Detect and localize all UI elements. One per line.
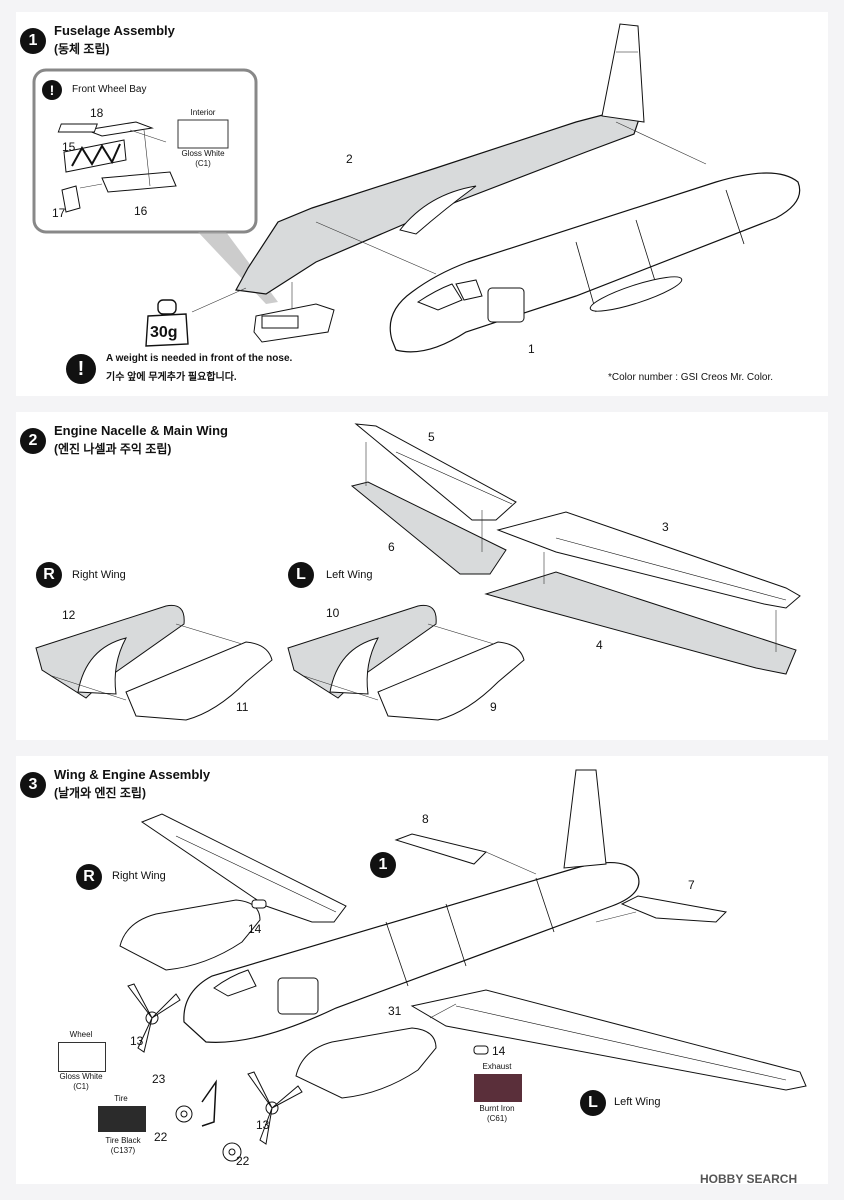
warning-exclamation-icon: ! bbox=[66, 354, 96, 384]
part-number: 15 bbox=[62, 140, 76, 154]
wheel-paint-label: Wheel bbox=[69, 1030, 93, 1039]
left-wing-badge: L bbox=[580, 1090, 606, 1116]
exhaust-color-swatch bbox=[474, 1074, 522, 1102]
part-number: 3 bbox=[662, 520, 669, 534]
step-1-badge: 1 bbox=[20, 28, 46, 54]
step-2-title: Engine Nacelle & Main Wing bbox=[54, 423, 228, 438]
part-number: 23 bbox=[152, 1072, 166, 1086]
fuselage-assembly-diagram bbox=[32, 23, 801, 353]
step-2-panel: 2 Engine Nacelle & Main Wing (엔진 나셀과 주익 … bbox=[16, 412, 828, 740]
part-number: 18 bbox=[90, 106, 104, 120]
part-number: 5 bbox=[428, 430, 435, 444]
part-number: 6 bbox=[388, 540, 395, 554]
exhaust-paint-name: Burnt Iron bbox=[479, 1104, 515, 1113]
step-2-badge: 2 bbox=[20, 428, 46, 454]
tire-paint-name: Tire Black bbox=[105, 1136, 141, 1145]
weight-warning-en: A weight is needed in front of the nose. bbox=[106, 353, 293, 364]
right-wing-badge: R bbox=[36, 562, 62, 588]
step-3-title: Wing & Engine Assembly bbox=[54, 767, 211, 782]
part-number: 17 bbox=[52, 206, 66, 220]
step-3-badge: 3 bbox=[20, 772, 46, 798]
interior-label: Interior bbox=[190, 108, 216, 117]
part-number: 14 bbox=[248, 922, 262, 936]
paint-code: (C1) bbox=[195, 159, 211, 168]
step-3-panel: 3 Wing & Engine Assembly (날개와 엔진 조립) R R… bbox=[16, 756, 828, 1184]
step-1-subtitle: (동체 조립) bbox=[54, 42, 110, 56]
tire-paint-label: Tire bbox=[114, 1094, 128, 1103]
exhaust-paint-code: (C61) bbox=[486, 1114, 507, 1123]
part-number: 22 bbox=[236, 1154, 250, 1168]
left-wing-label: Left Wing bbox=[614, 1096, 661, 1108]
right-wing-badge: R bbox=[76, 864, 102, 890]
part-number: 22 bbox=[154, 1130, 168, 1144]
weight-warning-ko: 기수 앞에 무게추가 필요합니다. bbox=[106, 372, 237, 383]
part-number: 8 bbox=[422, 812, 429, 826]
right-wing-label: Right Wing bbox=[112, 870, 166, 882]
step-1-panel: 1 Fuselage Assembly (동체 조립) ! Front Whee… bbox=[16, 12, 828, 396]
watermark: HOBBY SEARCH bbox=[700, 1172, 798, 1186]
wheel-paint-name: Gloss White bbox=[59, 1072, 103, 1081]
step-1-reference-badge: 1 bbox=[370, 852, 396, 878]
callout-exclamation-icon: ! bbox=[42, 80, 62, 100]
weight-label: 30g bbox=[150, 324, 178, 341]
part-number: 10 bbox=[326, 606, 340, 620]
part-number: 2 bbox=[346, 152, 353, 166]
wheel-color-swatch bbox=[58, 1042, 106, 1072]
part-number: 1 bbox=[528, 342, 535, 356]
part-number: 16 bbox=[134, 204, 148, 218]
paint-name: Gloss White bbox=[181, 149, 225, 158]
callout-title: Front Wheel Bay bbox=[72, 84, 147, 95]
step-3-subtitle: (날개와 엔진 조립) bbox=[54, 786, 146, 800]
tire-paint-code: (C137) bbox=[110, 1146, 136, 1155]
left-wing-badge: L bbox=[288, 562, 314, 588]
part-number: 11 bbox=[236, 700, 249, 714]
part-number: 4 bbox=[596, 638, 603, 652]
part-number: 9 bbox=[490, 700, 497, 714]
wheel-paint-code: (C1) bbox=[73, 1082, 89, 1091]
part-number: 13 bbox=[256, 1118, 270, 1132]
step-1-title: Fuselage Assembly bbox=[54, 23, 175, 38]
part-number: 31 bbox=[388, 1004, 402, 1018]
exhaust-paint-label: Exhaust bbox=[482, 1062, 512, 1071]
wing-engine-assembly-diagram bbox=[119, 769, 807, 1162]
right-wing-label: Right Wing bbox=[72, 569, 126, 581]
step-2-subtitle: (엔진 나셀과 주익 조립) bbox=[54, 442, 172, 456]
part-number: 12 bbox=[62, 608, 76, 622]
part-number: 13 bbox=[130, 1034, 144, 1048]
color-number-note: *Color number : GSI Creos Mr. Color. bbox=[608, 372, 774, 383]
nacelle-wing-diagram bbox=[35, 423, 801, 721]
part-number: 7 bbox=[688, 878, 695, 892]
part-number: 14 bbox=[492, 1044, 506, 1058]
tire-color-swatch bbox=[98, 1106, 146, 1132]
left-wing-label: Left Wing bbox=[326, 569, 373, 581]
